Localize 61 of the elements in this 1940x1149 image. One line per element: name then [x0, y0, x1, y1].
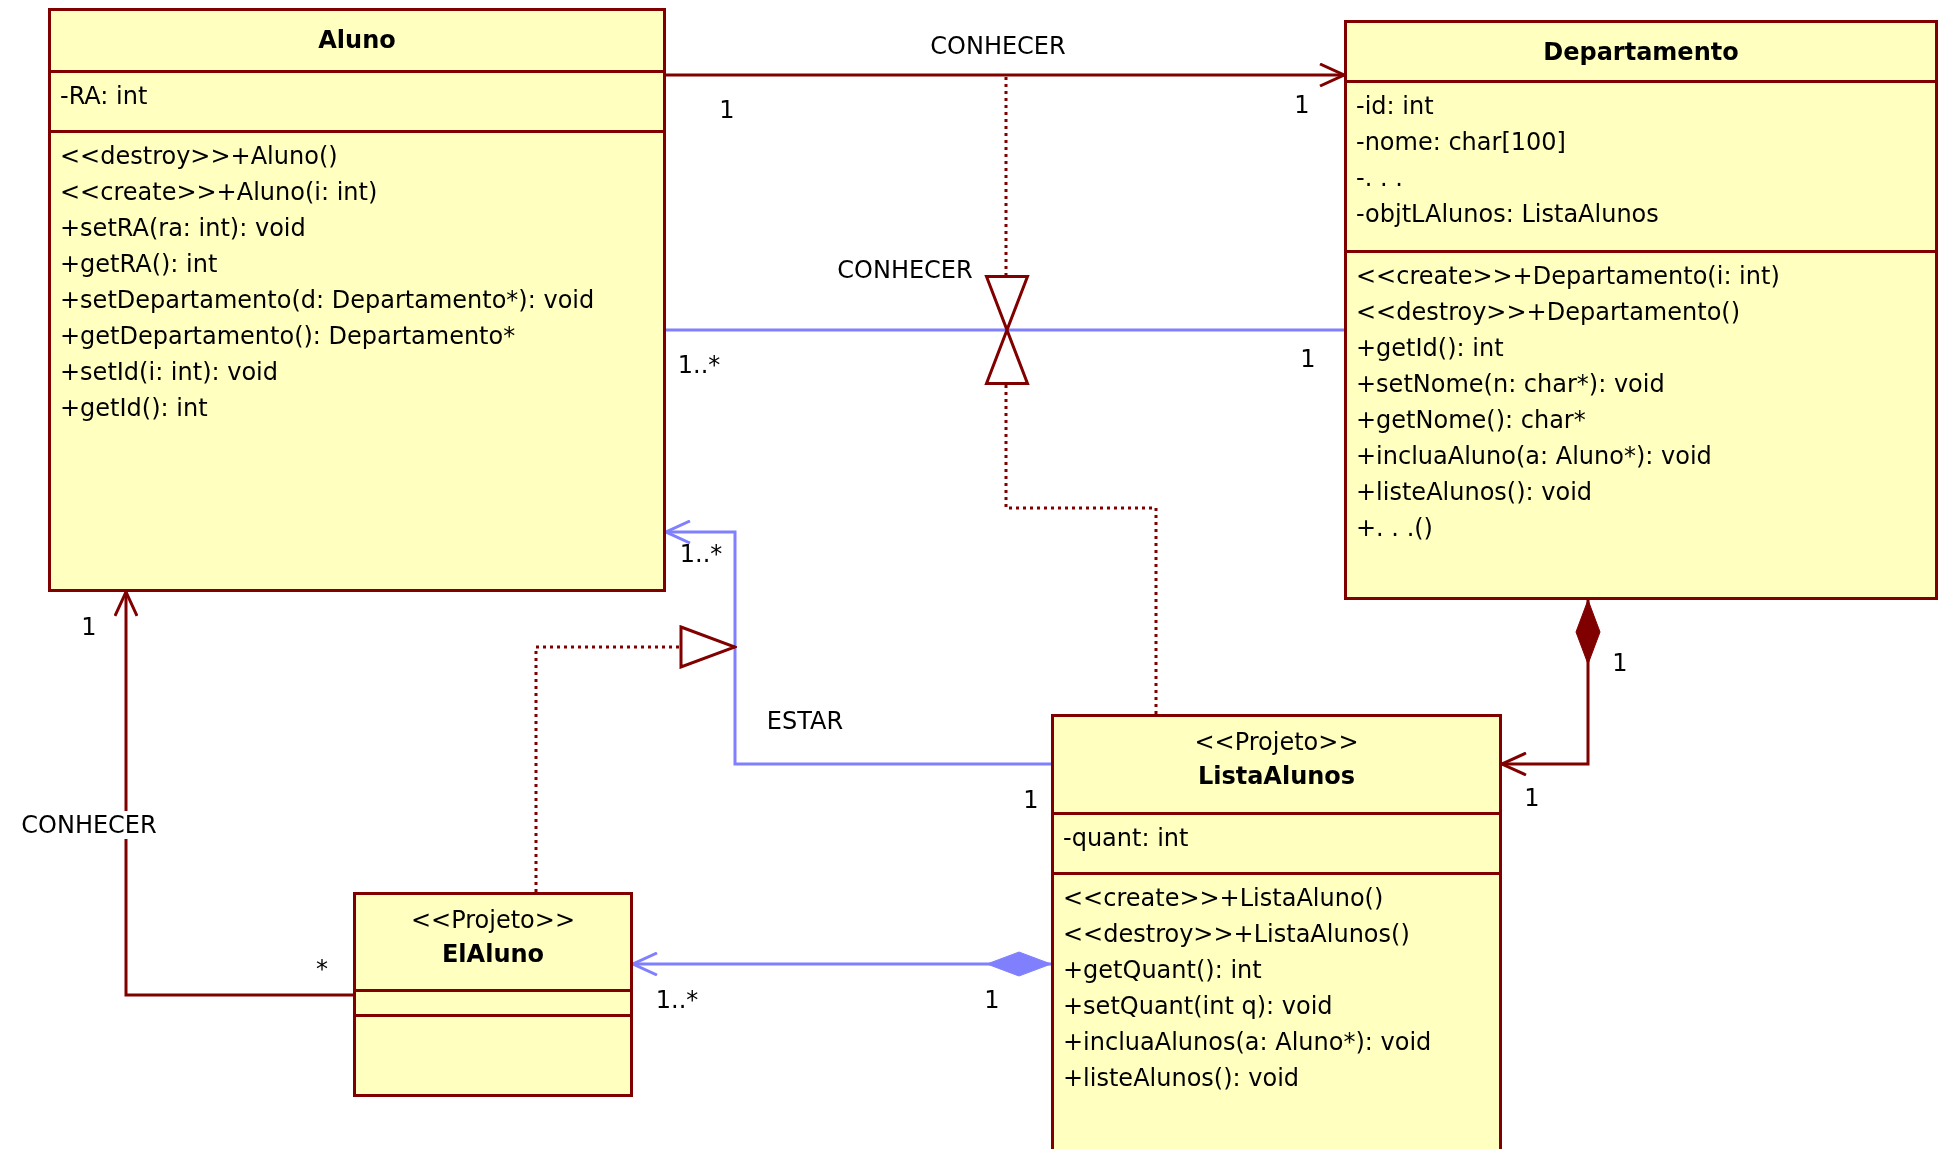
association-line [666, 62, 1346, 88]
class-box [1051, 714, 1502, 1149]
dotted-connector [1004, 385, 1158, 714]
class-box [353, 892, 633, 1097]
class-member: -objtLAlunos: ListaAlunos [1356, 199, 1660, 230]
class-member: <<destroy>>+ListaAlunos() [1063, 919, 1411, 950]
class-name: ListaAlunos [1196, 761, 1357, 792]
class-member: +setQuant(int q): void [1063, 991, 1334, 1022]
class-member: -RA: int [60, 81, 149, 112]
stereotype-label: <<Projeto>> [409, 905, 576, 936]
multiplicity-label: 1..* [679, 540, 723, 568]
multiplicity-label: 1..* [655, 986, 699, 1014]
association-line [664, 519, 1051, 766]
class-member: +getDepartamento(): Departamento* [60, 321, 517, 352]
class-member: -quant: int [1063, 823, 1190, 854]
class-box [1344, 20, 1938, 600]
class-member: +getNome(): char* [1356, 405, 1587, 436]
edge-label: CONHECER [19, 811, 159, 839]
class-member: -nome: char[100] [1356, 127, 1567, 158]
association-class-symbol [985, 275, 1029, 385]
class-member: +getId(): int [60, 393, 209, 424]
class-name: Departamento [1542, 37, 1740, 68]
class-member: +getRA(): int [60, 249, 219, 280]
class-member: +setNome(n: char*): void [1356, 369, 1666, 400]
class-name: Aluno [317, 25, 397, 56]
class-member: <<create>>+Aluno(i: int) [60, 177, 379, 208]
class-box [48, 8, 666, 592]
stereotype-label: <<Projeto>> [1193, 727, 1360, 758]
multiplicity-label: 1 [1294, 91, 1310, 119]
class-member: +. . .() [1356, 513, 1434, 544]
dotted-connector [534, 625, 737, 892]
class-member: +listeAlunos(): void [1063, 1063, 1301, 1094]
multiplicity-label: 1 [1612, 649, 1628, 677]
class-member: +setDepartamento(d: Departamento*): void [60, 285, 596, 316]
class-member: <<destroy>>+Aluno() [60, 141, 339, 172]
association-line [113, 590, 353, 997]
class-member: +setRA(ra: int): void [60, 213, 307, 244]
multiplicity-label: * [316, 955, 328, 983]
multiplicity-label: 1 [1023, 786, 1039, 814]
association-line [631, 951, 1052, 977]
class-member: +listeAlunos(): void [1356, 477, 1594, 508]
class-name: ElAluno [440, 939, 546, 970]
class-member: <<create>>+Departamento(i: int) [1356, 261, 1781, 292]
class-member: +incluaAluno(a: Aluno*): void [1356, 441, 1713, 472]
multiplicity-label: 1 [984, 986, 1000, 1014]
class-member: -. . . [1356, 163, 1404, 194]
dotted-connector [1004, 77, 1008, 275]
class-member: +getId(): int [1356, 333, 1505, 364]
multiplicity-label: 1 [1524, 784, 1540, 812]
class-member: +setId(i: int): void [60, 357, 279, 388]
multiplicity-label: 1 [719, 96, 735, 124]
class-member: -id: int [1356, 91, 1435, 122]
multiplicity-label: 1..* [677, 351, 721, 379]
class-member: <<destroy>>+Departamento() [1356, 297, 1742, 328]
multiplicity-label: 1 [81, 613, 97, 641]
class-member: <<create>>+ListaAluno() [1063, 883, 1385, 914]
class-member: +incluaAlunos(a: Aluno*): void [1063, 1027, 1433, 1058]
multiplicity-label: 1 [1300, 345, 1316, 373]
class-member: +getQuant(): int [1063, 955, 1263, 986]
association-line [1500, 599, 1601, 777]
association-line [666, 328, 1344, 332]
